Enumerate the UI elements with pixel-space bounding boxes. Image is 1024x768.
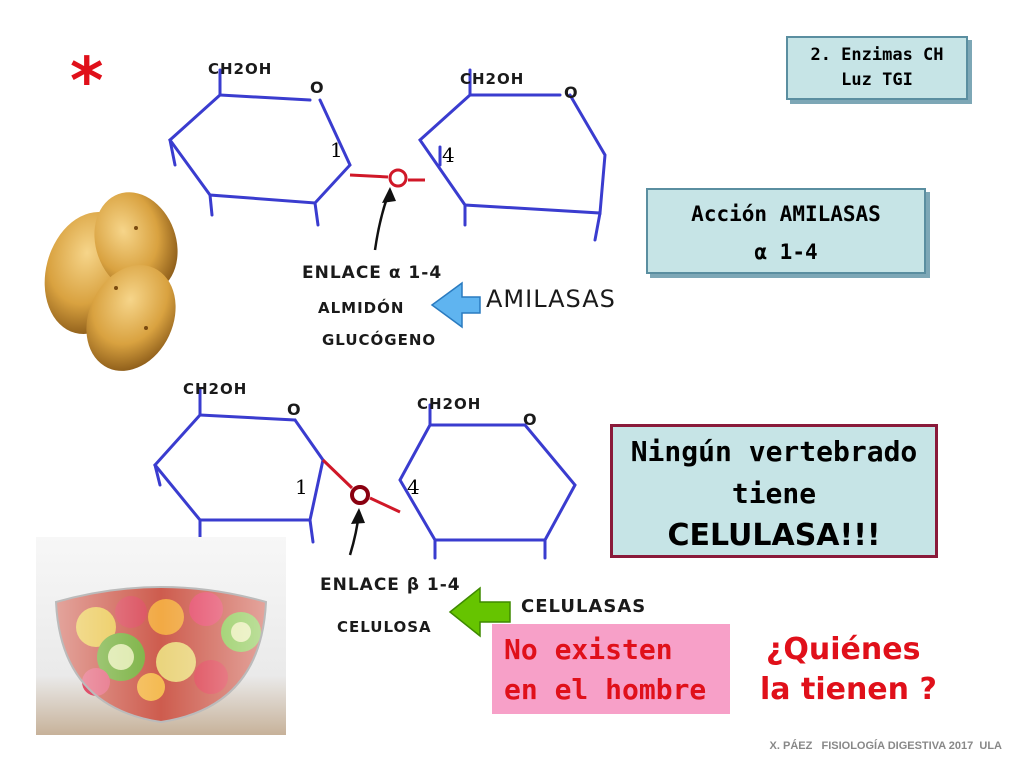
ch2oh-label-left-2: CH2OH <box>183 380 248 398</box>
diagram-alpha-bond: CH2OH CH2OH O O 1 4 ENLACE α 1-4 ALMIDÓN… <box>150 55 722 355</box>
bond-label-line2-2: CELULOSA <box>337 618 432 636</box>
carbon-number-1: 1 <box>330 138 343 162</box>
enzyme-label-amilasas: AMILASAS <box>486 285 616 313</box>
asterisk-mark: * <box>70 45 104 119</box>
topic-tag-line1: 2. Enzimas CH <box>810 45 944 65</box>
amilasas-action-box: Acción AMILASAS α 1-4 <box>646 188 926 274</box>
not-in-humans-box: No existen en el hombre <box>492 624 730 714</box>
no-vertebrate-line1: Ningún vertebrado <box>630 435 918 468</box>
carbon-number-1-2: 1 <box>295 475 308 499</box>
ring-oxygen-right: O <box>564 83 579 102</box>
no-vertebrate-line3: CELULASA!!! <box>667 518 881 553</box>
topic-tag: 2. Enzimas CH Luz TGI <box>786 36 968 100</box>
bond-label-line1-2: ENLACE β 1-4 <box>320 575 461 595</box>
who-has-it-line1: ¿Quiénes <box>766 632 921 667</box>
ch2oh-label-left: CH2OH <box>208 60 273 78</box>
ch2oh-label-right: CH2OH <box>460 70 525 88</box>
ring-oxygen-right-2: O <box>523 410 538 429</box>
ring-oxygen-left-2: O <box>287 400 302 419</box>
topic-tag-line2: Luz TGI <box>841 70 913 90</box>
bond-label-line3: GLUCÓGENO <box>322 331 437 349</box>
carbon-number-4: 4 <box>442 143 455 167</box>
fruit-bowl-image <box>36 537 286 735</box>
potatoes-image <box>44 192 178 371</box>
ring-oxygen-left: O <box>310 78 325 97</box>
not-in-humans-line2: en el hombre <box>504 673 707 706</box>
amilasas-action-line2: α 1-4 <box>754 240 818 264</box>
diagram-alpha-rings <box>167 68 607 329</box>
diagram-beta-rings <box>153 388 577 638</box>
enzyme-label-celulasas: CELULASAS <box>521 596 647 617</box>
not-in-humans-line1: No existen <box>504 633 673 666</box>
amilasas-action-line1: Acción AMILASAS <box>691 202 881 226</box>
no-vertebrate-box: Ningún vertebrado tiene CELULASA!!! <box>610 424 938 558</box>
bond-label-line2: ALMIDÓN <box>318 299 405 317</box>
footer-credit: X. PÁEZ FISIOLOGÍA DIGESTIVA 2017 ULA <box>769 740 1002 752</box>
who-has-it-line2: la tienen ? <box>760 672 937 707</box>
carbon-number-4-2: 4 <box>407 475 420 499</box>
diagram-beta-bond: CH2OH CH2OH O O 1 4 ENLACE β 1-4 CELULOS… <box>145 360 715 660</box>
bond-label-line1: ENLACE α 1-4 <box>302 263 443 283</box>
no-vertebrate-line2: tiene <box>731 477 817 510</box>
ch2oh-label-right-2: CH2OH <box>417 395 482 413</box>
who-has-it-question: ¿Quiénes la tienen ? <box>760 630 937 710</box>
